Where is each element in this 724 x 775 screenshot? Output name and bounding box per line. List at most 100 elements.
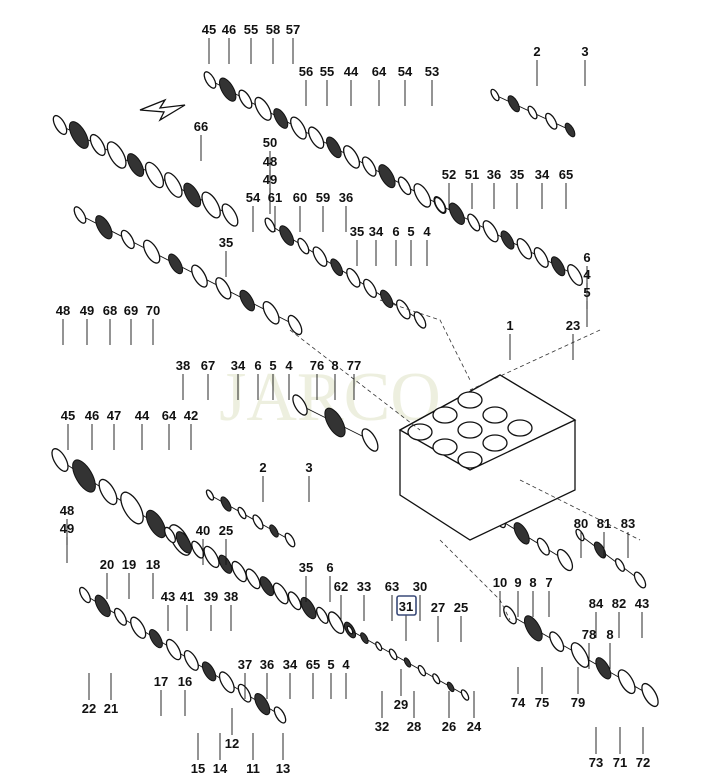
part-label: 65 <box>306 657 320 672</box>
part-label: 4 <box>285 358 293 373</box>
right-spool-ring <box>448 202 465 225</box>
part-label: 83 <box>621 516 635 531</box>
right-spool-ring <box>482 220 499 243</box>
lower-spool-ring <box>245 568 261 590</box>
mid-spool-ring <box>396 299 411 320</box>
part-label: 69 <box>124 303 138 318</box>
part-label: 12 <box>225 736 239 751</box>
lower-left-spool-ring <box>201 661 217 682</box>
right-spool-ring <box>550 256 566 277</box>
valve-port <box>482 434 508 452</box>
lower-spool-ring <box>315 606 329 625</box>
left-spool-ring <box>142 239 161 264</box>
part-label: 6 <box>326 560 333 575</box>
part-label: 71 <box>613 755 627 770</box>
part-label: 6 <box>583 250 590 265</box>
pin-assembly-ring <box>403 657 412 668</box>
upper-left-body-ring <box>221 203 239 227</box>
part-label: 36 <box>487 167 501 182</box>
part-label: 40 <box>196 523 210 538</box>
part-label: 27 <box>431 600 445 615</box>
part-label: 35 <box>350 224 364 239</box>
part-label: 23 <box>566 318 580 333</box>
upper-left-body-ring <box>164 172 183 198</box>
part-label: 5 <box>583 285 590 300</box>
part-label: 79 <box>571 695 585 710</box>
lower-spool-ring <box>203 545 220 569</box>
valve-port <box>482 406 508 424</box>
part-label: 50 <box>263 135 277 150</box>
fitting-2-ring <box>507 95 520 113</box>
part-label: 38 <box>176 358 190 373</box>
part-label: 2 <box>259 460 266 475</box>
part-label: 32 <box>375 719 389 734</box>
pin-assembly-ring <box>346 625 354 635</box>
part-label: 26 <box>442 719 456 734</box>
valve-port <box>407 423 433 441</box>
lower-left-spool-ring <box>273 706 287 724</box>
part-label: 44 <box>344 64 359 79</box>
lower-right-valve-ring <box>570 642 590 668</box>
lower-right-valve-ring <box>503 605 517 625</box>
valve-port <box>457 391 483 409</box>
fitting-2-ring <box>527 105 538 120</box>
lower-body-ring <box>145 509 167 539</box>
part-label: 8 <box>331 358 338 373</box>
lower-left-spool-ring <box>79 586 91 604</box>
lower-spool-ring <box>327 611 345 635</box>
part-label: 66 <box>194 119 208 134</box>
part-label: 6 <box>392 224 399 239</box>
part-label: 10 <box>493 575 507 590</box>
valve-port <box>457 421 483 439</box>
fitting-lower-ring <box>220 496 232 512</box>
lower-spool-ring <box>191 540 205 559</box>
part-label: 62 <box>334 579 348 594</box>
left-spool-ring <box>168 253 184 275</box>
part-label: 4 <box>583 267 591 282</box>
part-label: 52 <box>442 167 456 182</box>
part-label: 46 <box>85 408 99 423</box>
part-label: 77 <box>347 358 361 373</box>
lower-left-spool-ring <box>254 692 271 716</box>
part-label: 5 <box>407 224 414 239</box>
lower-spool-ring <box>287 591 302 611</box>
lower-left-spool-ring <box>148 629 163 649</box>
part-label: 51 <box>465 167 479 182</box>
relief-valve-ring <box>513 522 530 545</box>
part-label: 35 <box>219 235 233 250</box>
part-label: 42 <box>184 408 198 423</box>
fitting-lower-ring <box>284 532 296 548</box>
part-label: 49 <box>263 172 277 187</box>
fitting-lower-ring <box>237 506 247 520</box>
relief-valve-2-ring <box>575 528 585 542</box>
upper-spool-ring <box>203 71 217 89</box>
fitting-2-ring <box>490 88 500 102</box>
part-label: 7 <box>545 575 552 590</box>
part-label: 54 <box>398 64 413 79</box>
part-label: 8 <box>529 575 536 590</box>
mid-spool-ring <box>363 278 377 298</box>
part-label: 11 <box>246 761 260 775</box>
lower-spool-ring <box>175 531 192 554</box>
upper-spool-ring <box>378 164 396 189</box>
upper-left-body-ring <box>183 182 202 208</box>
part-label: 25 <box>219 523 233 538</box>
part-label: 64 <box>162 408 177 423</box>
relief-valve-ring <box>556 548 574 572</box>
upper-left-body-ring <box>144 161 165 189</box>
upper-spool-ring <box>254 96 272 121</box>
lower-body-ring <box>72 459 96 493</box>
pin-assembly-ring <box>375 641 383 652</box>
part-label: 16 <box>178 674 192 689</box>
part-label: 35 <box>510 167 524 182</box>
upper-spool-ring <box>308 126 325 149</box>
left-spool-ring <box>120 229 135 250</box>
upper-left-body-ring <box>89 133 106 157</box>
relief-valve-2-ring <box>633 571 647 589</box>
valve-port <box>432 438 458 456</box>
plug-76-ring <box>324 407 346 438</box>
fitting-lower-ring <box>205 489 215 501</box>
part-label: 19 <box>122 557 136 572</box>
lower-spool-ring <box>218 554 233 574</box>
lower-right-valve-ring <box>595 657 612 680</box>
